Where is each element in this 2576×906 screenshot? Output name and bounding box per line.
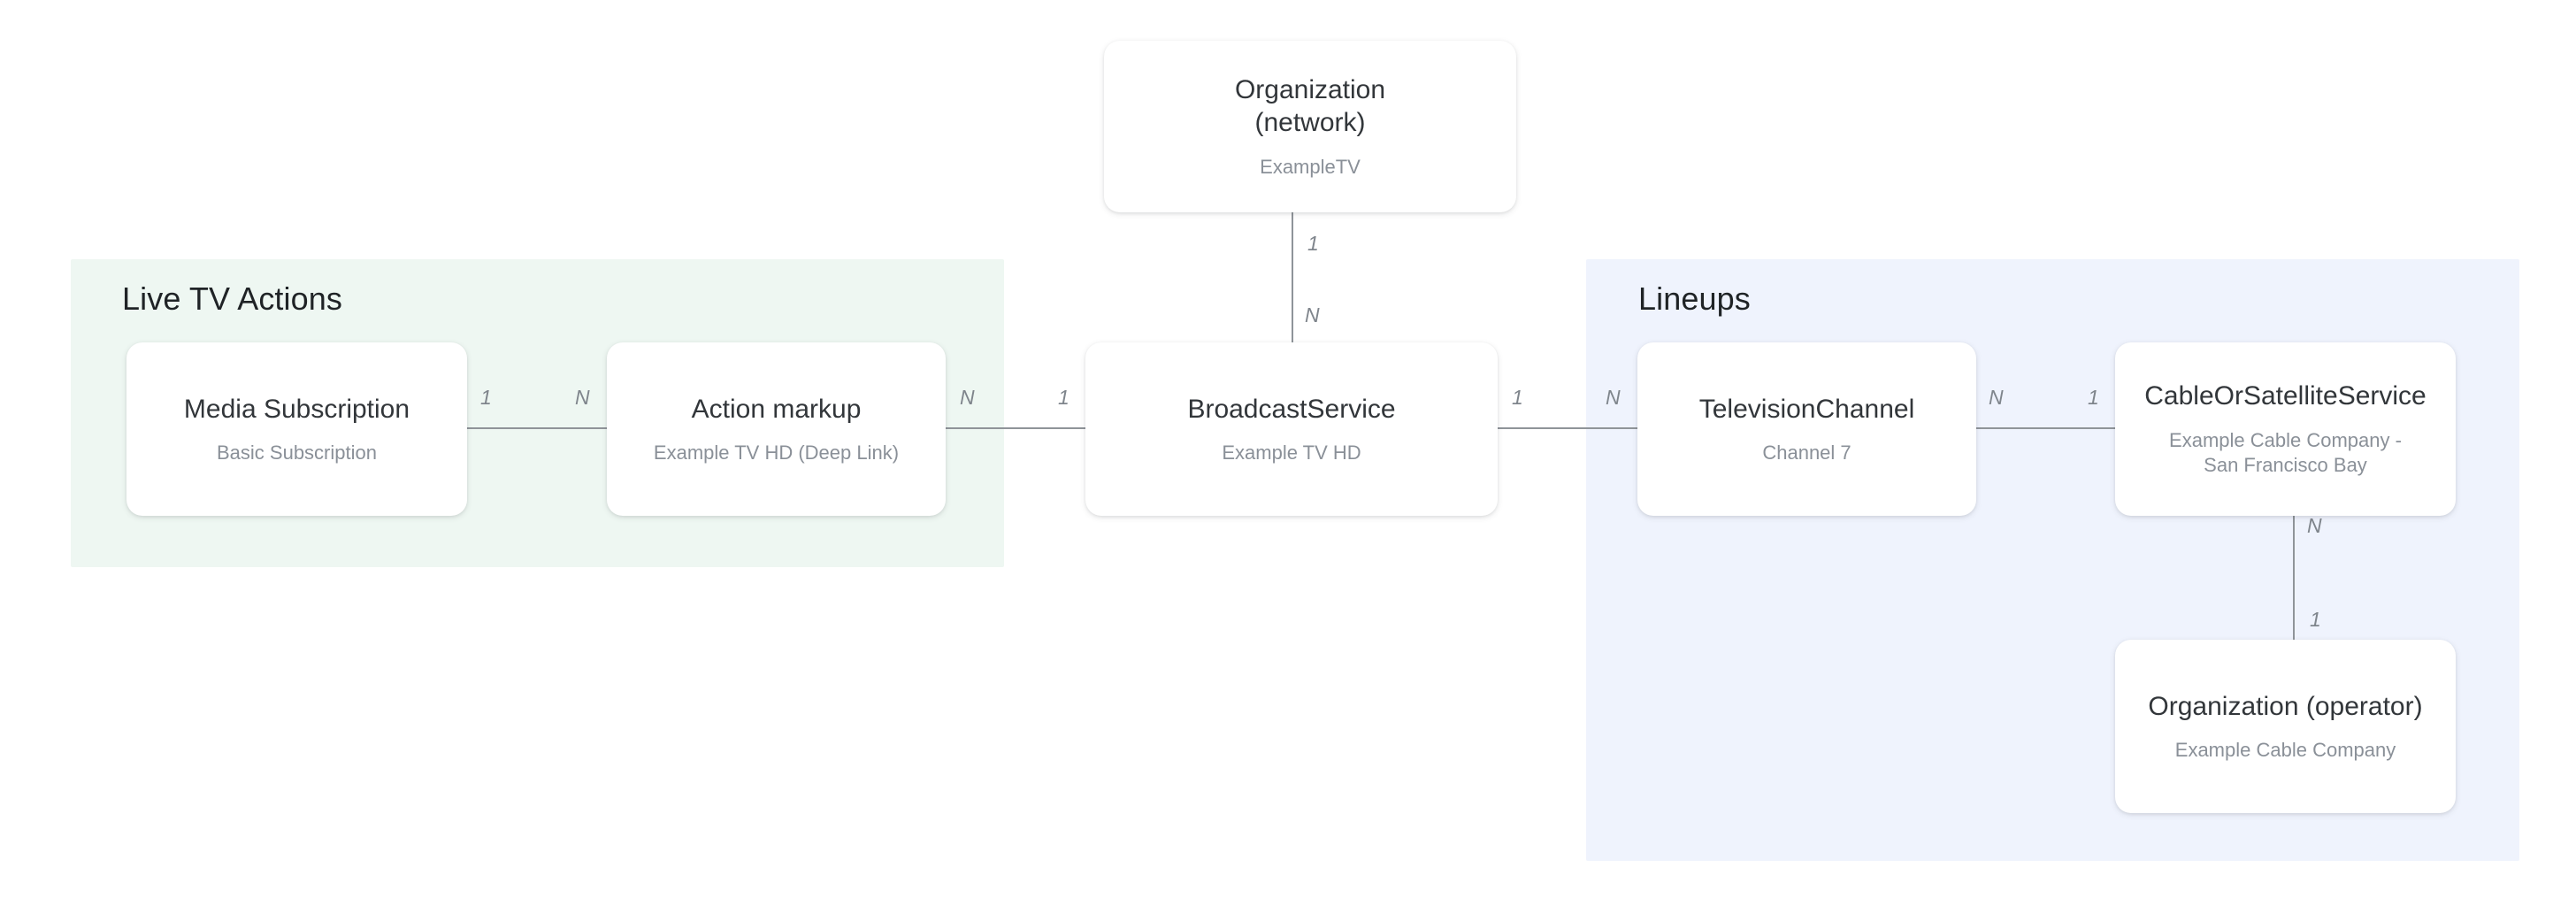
node-subtitle-action-markup: Example TV HD (Deep Link)	[653, 441, 900, 465]
cardinality-cable-or-satellite-service-to-org-operator-to: 1	[2310, 608, 2321, 631]
node-television-channel[interactable]: TelevisionChannel Channel 7	[1637, 342, 1976, 516]
cardinality-org-network-to-broadcast-service-to: N	[1305, 303, 1320, 326]
node-action-markup[interactable]: Action markup Example TV HD (Deep Link)	[607, 342, 946, 516]
node-cable-or-satellite-service[interactable]: CableOrSatelliteService Example Cable Co…	[2115, 342, 2456, 516]
cardinality-action-markup-to-broadcast-service-from: N	[960, 386, 975, 409]
cardinality-television-channel-to-cable-or-satellite-service-from: N	[1989, 386, 2004, 409]
node-title-cable-or-satellite-service: CableOrSatelliteService	[2144, 381, 2426, 411]
edge-broadcast-service-to-television-channel	[1497, 427, 1638, 429]
node-subtitle-cable-or-satellite-service: Example Cable Company - San Francisco Ba…	[2169, 429, 2402, 477]
node-title-action-markup: Action markup	[691, 394, 862, 424]
node-title-organization-operator: Organization (operator)	[2148, 691, 2423, 721]
node-media-subscription[interactable]: Media Subscription Basic Subscription	[126, 342, 467, 516]
cardinality-broadcast-service-to-television-channel-from: 1	[1512, 386, 1523, 409]
node-organization-operator[interactable]: Organization (operator) Example Cable Co…	[2115, 640, 2456, 813]
node-subtitle-broadcast-service: Example TV HD	[1222, 441, 1361, 465]
node-title-organization-network: Organization (network)	[1234, 74, 1386, 138]
node-organization-network[interactable]: Organization (network) ExampleTV	[1104, 41, 1516, 212]
group-title-lineups: Lineups	[1638, 280, 1751, 317]
node-broadcast-service[interactable]: BroadcastService Example TV HD	[1085, 342, 1498, 516]
node-subtitle-television-channel: Channel 7	[1762, 441, 1852, 465]
cardinality-television-channel-to-cable-or-satellite-service-to: 1	[2088, 386, 2099, 409]
node-subtitle-media-subscription: Basic Subscription	[217, 441, 377, 465]
edge-television-channel-to-cable-or-satellite-service	[1974, 427, 2116, 429]
node-title-media-subscription: Media Subscription	[183, 394, 410, 424]
cardinality-action-markup-to-broadcast-service-to: 1	[1058, 386, 1070, 409]
node-title-broadcast-service: BroadcastService	[1187, 394, 1396, 424]
cardinality-broadcast-service-to-television-channel-to: N	[1606, 386, 1621, 409]
edge-media-subscription-to-action-markup	[466, 427, 608, 429]
edge-org-network-to-broadcast-service	[1292, 212, 1293, 343]
edge-cable-or-satellite-service-to-org-operator	[2293, 511, 2295, 641]
group-title-live-tv-actions: Live TV Actions	[122, 280, 342, 317]
edge-action-markup-to-broadcast-service	[945, 427, 1086, 429]
cardinality-media-subscription-to-action-markup-from: 1	[480, 386, 492, 409]
node-subtitle-organization-network: ExampleTV	[1260, 156, 1361, 179]
cardinality-cable-or-satellite-service-to-org-operator-from: N	[2307, 514, 2322, 537]
cardinality-media-subscription-to-action-markup-to: N	[575, 386, 590, 409]
cardinality-org-network-to-broadcast-service-from: 1	[1307, 232, 1319, 255]
node-title-television-channel: TelevisionChannel	[1698, 394, 1915, 424]
node-subtitle-organization-operator: Example Cable Company	[2174, 739, 2396, 762]
